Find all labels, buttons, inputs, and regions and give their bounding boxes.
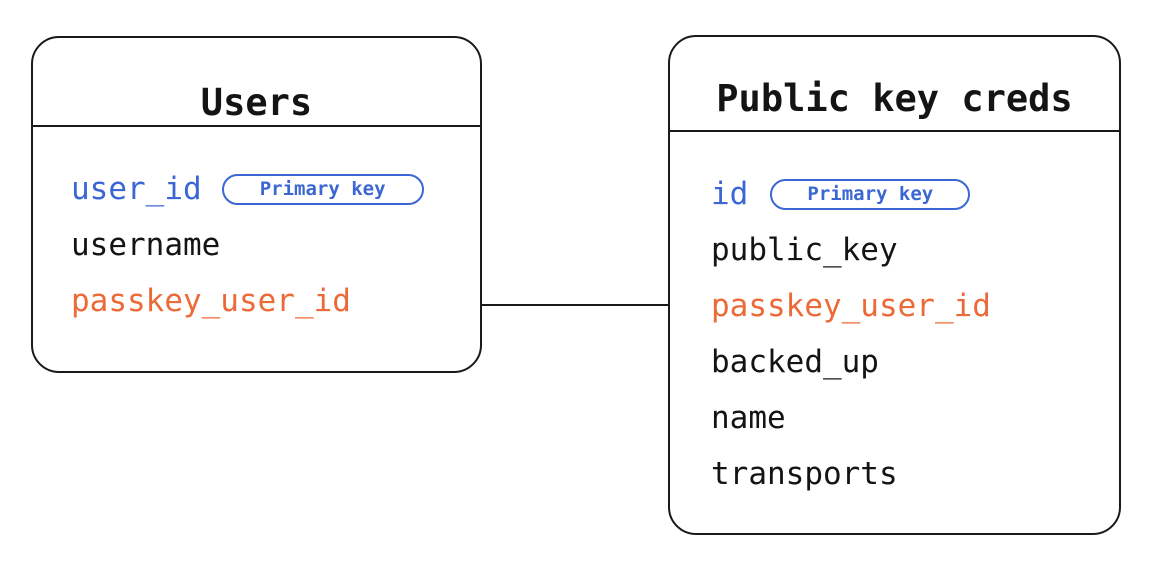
field-name-transports: transports xyxy=(711,456,898,492)
field-name-passkey-user-id: passkey_user_id xyxy=(711,288,991,324)
field-name-backed-up: backed_up xyxy=(711,344,879,380)
field-row-backed-up[interactable]: backed_up xyxy=(670,334,1119,390)
entity-public-key-creds[interactable]: Public key creds id Primary key public_k… xyxy=(668,35,1121,535)
field-row-user-id[interactable]: user_id Primary key xyxy=(33,161,480,217)
field-row-id[interactable]: id Primary key xyxy=(670,166,1119,222)
field-name-public-key: public_key xyxy=(711,232,898,268)
field-name-id: id xyxy=(711,176,749,212)
field-name-username: username xyxy=(71,227,221,263)
field-row-name[interactable]: name xyxy=(670,390,1119,446)
field-row-passkey-user-id[interactable]: passkey_user_id xyxy=(670,278,1119,334)
entity-users[interactable]: Users user_id Primary key username passk… xyxy=(31,36,482,373)
relationship-line-users-public-key-creds xyxy=(481,304,669,306)
entity-users-field-list: user_id Primary key username passkey_use… xyxy=(33,161,480,329)
entity-users-header-divider xyxy=(33,125,480,127)
field-name-passkey-user-id: passkey_user_id xyxy=(71,283,351,319)
field-row-passkey-user-id[interactable]: passkey_user_id xyxy=(33,273,480,329)
field-row-username[interactable]: username xyxy=(33,217,480,273)
primary-key-badge: Primary key xyxy=(770,178,971,210)
entity-public-key-creds-header-divider xyxy=(670,130,1119,132)
field-name-name: name xyxy=(711,400,786,436)
entity-public-key-creds-field-list: id Primary key public_key passkey_user_i… xyxy=(670,166,1119,502)
field-row-public-key[interactable]: public_key xyxy=(670,222,1119,278)
entity-users-title: Users xyxy=(200,81,313,124)
field-name-user-id: user_id xyxy=(71,171,202,207)
primary-key-badge: Primary key xyxy=(221,173,424,205)
entity-public-key-creds-title: Public key creds xyxy=(716,77,1073,120)
field-row-transports[interactable]: transports xyxy=(670,446,1119,502)
